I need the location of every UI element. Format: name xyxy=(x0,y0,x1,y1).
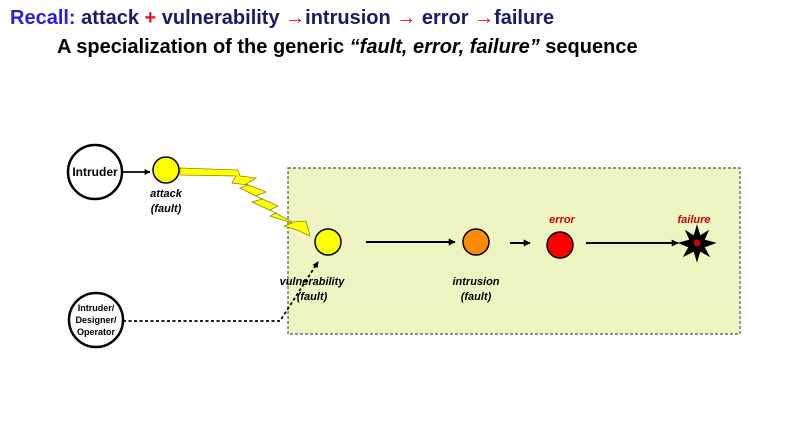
subtitle-suffix: sequence xyxy=(545,36,638,58)
title-arrow-1: → xyxy=(285,7,306,29)
attack-lightning-bolt xyxy=(179,167,311,237)
title-recall: Recall: xyxy=(10,7,76,29)
attack-node xyxy=(152,156,180,184)
subtitle-prefix: A specialization of the generic xyxy=(57,36,345,58)
system-box xyxy=(287,167,741,335)
actor-line-1: Intruder/ xyxy=(78,303,115,313)
slide-title: Recall: attack + vulnerability →intrusio… xyxy=(10,7,554,30)
title-arrow-2: → xyxy=(396,7,417,29)
designer-operator-node xyxy=(67,291,125,349)
actor-line-3: Operator xyxy=(77,327,116,337)
intrusion-node xyxy=(462,228,490,256)
vulnerability-label: vulnerability xyxy=(280,276,346,288)
title-intrusion: intrusion xyxy=(305,7,391,29)
actor-to-vulnerability-dotted-arrow xyxy=(123,261,319,322)
error-node xyxy=(546,231,574,259)
actor-line-2: Designer/ xyxy=(75,315,117,325)
attack-label: attack xyxy=(150,188,183,200)
attack-sub-label: (fault) xyxy=(151,203,182,215)
intruder-label: Intruder xyxy=(72,165,118,179)
intrusion-label: intrusion xyxy=(452,276,499,288)
title-plus: + xyxy=(144,7,157,29)
title-failure: failure xyxy=(494,7,555,29)
error-label: error xyxy=(549,214,575,226)
title-attack: attack xyxy=(81,7,139,29)
failure-label: failure xyxy=(677,214,710,226)
title-arrow-3: → xyxy=(474,7,495,29)
vulnerability-sub-label: (fault) xyxy=(297,291,328,303)
title-error: error xyxy=(421,7,469,29)
title-vulnerability: vulnerability xyxy=(161,7,280,29)
failure-burst-icon xyxy=(677,224,717,263)
subtitle-quote: “fault, error, failure” xyxy=(349,36,540,58)
intrusion-sub-label: (fault) xyxy=(461,291,492,303)
vulnerability-node xyxy=(314,228,342,256)
slide-subtitle: A specialization of the generic “fault, … xyxy=(57,36,638,59)
